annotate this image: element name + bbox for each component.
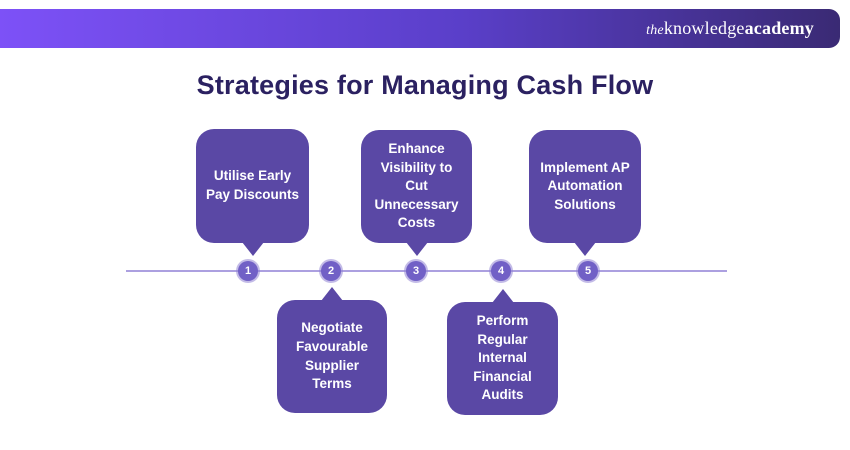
logo-the: the xyxy=(646,23,664,38)
strategy-card-1-label: Utilise Early Pay Discounts xyxy=(205,168,300,202)
timeline-node-5: 5 xyxy=(578,261,598,281)
strategy-card-3: Enhance Visibility to Cut Unnecessary Co… xyxy=(361,130,472,256)
strategy-card-5: Implement AP Automation Solutions xyxy=(529,130,641,256)
strategy-card-4: Perform Regular Internal Financial Audit… xyxy=(447,289,558,415)
logo-knowledge: knowledge xyxy=(663,18,745,38)
strategy-card-3-label: Enhance Visibility to Cut Unnecessary Co… xyxy=(374,140,459,231)
timeline-node-2: 2 xyxy=(321,261,341,281)
pointer-up-icon xyxy=(491,289,514,303)
pointer-down-icon xyxy=(241,242,264,256)
pointer-down-icon xyxy=(574,242,596,256)
strategy-card-5-label: Implement AP Automation Solutions xyxy=(540,159,630,212)
strategy-card-1: Utilise Early Pay Discounts xyxy=(196,129,309,256)
pointer-up-icon xyxy=(321,287,343,301)
brand-logo: theknowledgeacademy xyxy=(646,18,814,39)
strategy-card-2-label: Negotiate Favourable Supplier Terms xyxy=(295,320,369,392)
timeline-line xyxy=(126,270,727,272)
header-banner: theknowledgeacademy xyxy=(0,9,840,48)
timeline-node-4: 4 xyxy=(491,261,511,281)
logo-academy: academy xyxy=(744,18,814,38)
strategy-card-4-label: Perform Regular Internal Financial Audit… xyxy=(473,312,532,403)
timeline-node-1: 1 xyxy=(238,261,258,281)
page-title: Strategies for Managing Cash Flow xyxy=(196,70,654,100)
timeline-node-3: 3 xyxy=(406,261,426,281)
pointer-down-icon xyxy=(405,242,428,256)
strategy-card-2: Negotiate Favourable Supplier Terms xyxy=(277,287,387,413)
